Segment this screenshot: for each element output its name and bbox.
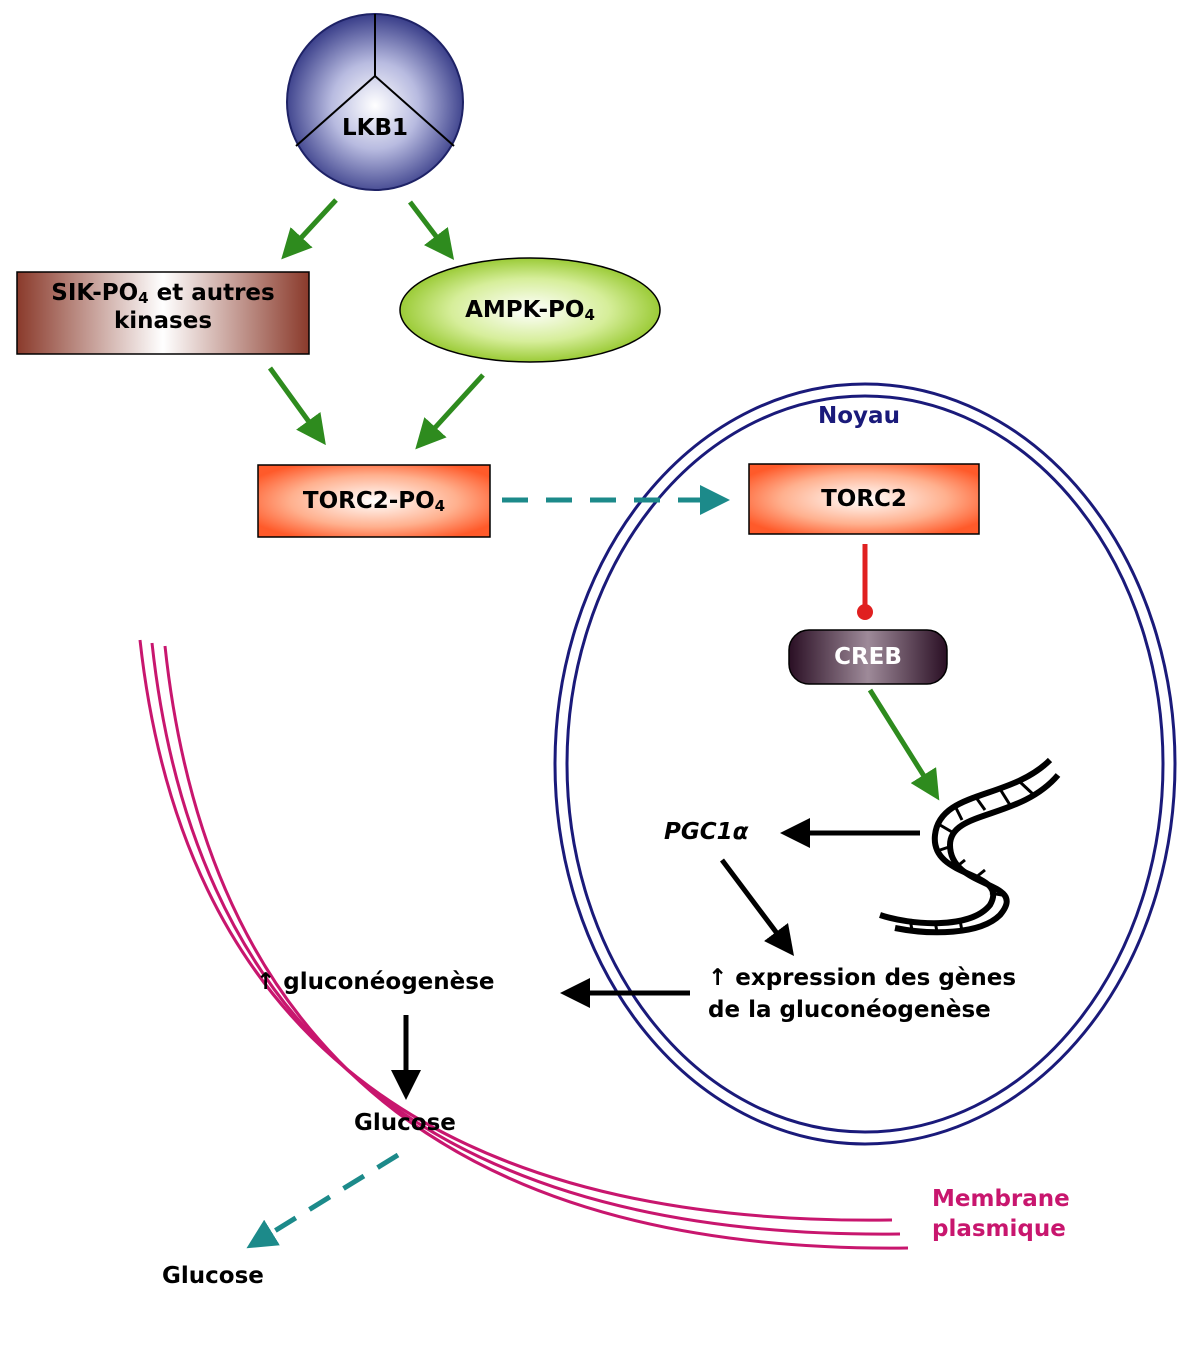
inhibition-torc2-creb	[857, 544, 873, 620]
activation-arrows	[267, 198, 940, 801]
arrow-lkb1-to-ampk	[408, 200, 455, 260]
arrow-glucose-export	[246, 1152, 400, 1249]
pgc1-label: PGC1α	[664, 819, 749, 845]
glucose-outside-label: Glucose	[162, 1263, 264, 1289]
black-arrows	[391, 818, 920, 1100]
arrow-creb-to-dna	[867, 688, 940, 801]
arrow-lkb1-to-sik	[281, 198, 338, 260]
dna-helix-icon	[879, 757, 1061, 936]
torc2-po4-label: TORC2-PO4	[302, 488, 446, 515]
sik-label: SIK-PO4 et autres kinases	[51, 280, 275, 334]
lkb1-label: LKB1	[341, 115, 408, 141]
plasma-membrane	[138, 639, 909, 1250]
creb-box	[788, 629, 948, 685]
torc2-label: TORC2	[821, 486, 907, 512]
noyau-label: Noyau	[818, 403, 900, 429]
glucose-inside-label: Glucose	[354, 1110, 456, 1136]
sik-box	[16, 271, 310, 355]
arrow-ampk-to-torc2po4	[415, 373, 485, 450]
arrow-pgc1-to-expression	[720, 858, 794, 956]
membrane-label: Membrane plasmique	[932, 1186, 1070, 1242]
torc2-box	[748, 463, 980, 535]
arrow-sik-to-torc2po4	[267, 366, 326, 446]
lkb1-node	[286, 13, 464, 191]
nucleus-envelope	[553, 382, 1177, 1146]
creb-label: CREB	[834, 644, 902, 670]
ampk-node	[399, 257, 661, 363]
gluconeogenese-label: ↑ gluconéogenèse	[256, 969, 495, 995]
torc2-po4-box	[257, 464, 491, 538]
expression-label: ↑ expression des gènes de la gluconéogen…	[708, 965, 1017, 1023]
ampk-label: AMPK-PO4	[465, 297, 595, 324]
